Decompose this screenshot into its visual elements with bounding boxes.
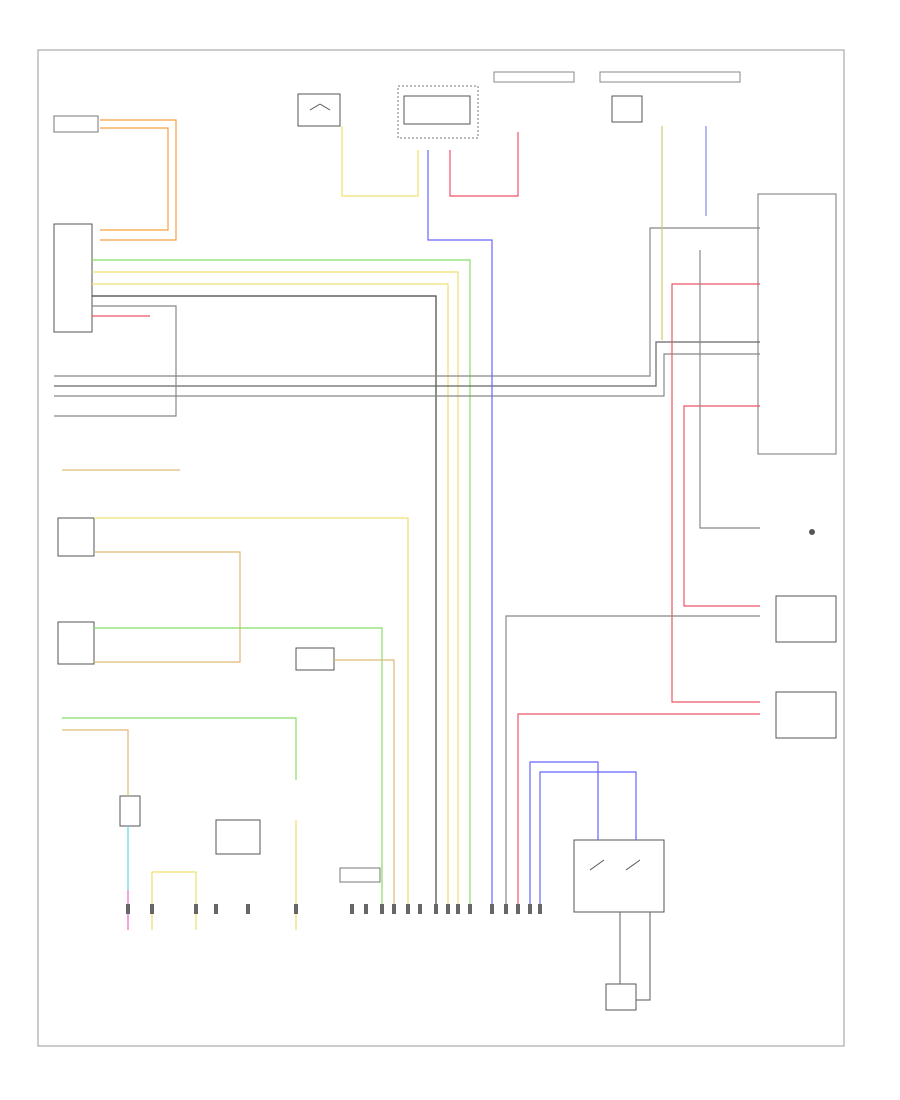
connector-pin-6 [350,904,354,914]
connector-pin-17 [504,904,508,914]
wire-red-right [671,283,760,703]
wire-lock-2 [636,912,651,1001]
wire-blue [427,150,493,912]
wire-blue-bottom-2 [539,771,637,912]
wire-yellow-top [341,126,419,197]
connector-pin-18 [516,904,520,914]
steering-lock-switch [573,839,665,1011]
connector-pin-14 [456,904,460,914]
wire-yellow-mid [94,517,409,912]
wire-orange-1 [100,119,177,241]
wire-yellow-bottom-left [151,871,197,930]
connector-pin-11 [418,904,422,914]
fuse-box-top [493,71,741,83]
connector-pin-9 [392,904,396,914]
connector-pin-20 [538,904,542,914]
connector-pin-0 [126,904,130,914]
right-switch-blocks [757,193,837,739]
wire-yellow-1 [92,271,459,912]
connector-pin-10 [406,904,410,914]
connector-pin-19 [528,904,532,914]
wire-tan-lower [62,729,129,796]
connector-pin-5 [294,904,298,914]
wires [54,119,760,1001]
wire-black-1 [92,295,437,912]
connector-pin-8 [380,904,384,914]
wire-green-main [92,259,471,912]
wire-gray-right-2 [505,615,760,912]
wire-gray-right [699,250,760,529]
wire-gray-long-1 [54,227,760,377]
wire-green-mid [94,627,383,912]
wire-gray-long-3 [54,353,760,397]
connector-pin-1 [150,904,154,914]
wire-red-right-2 [683,405,760,607]
wire-tan-mid [94,551,241,663]
connector-pin-13 [446,904,450,914]
wire-orange-2 [100,127,169,231]
wire-red-top [449,132,519,197]
diagram-border [37,49,845,1047]
wire-green-lower [62,717,297,780]
left-ecu-block [53,115,99,333]
wire-yellow-2 [92,283,449,912]
connector-ticks [126,904,542,914]
ecu-top-center [397,85,479,139]
wire-blue-bottom-1 [529,761,599,912]
connector-pin-12 [434,904,438,914]
connector-pin-2 [194,904,198,914]
connector-pin-16 [490,904,494,914]
connector-pin-15 [468,904,472,914]
wire-gray-long-2 [54,341,760,387]
connector-pin-3 [214,904,218,914]
middle-left-components [57,517,335,855]
wire-tan-2 [334,659,395,912]
wire-gray-short [54,305,177,417]
relay-top-left [297,93,341,127]
wire-red-bottom [517,713,760,912]
sensor-top-right [611,95,643,123]
connector-pin-4 [246,904,250,914]
bottom-connector-block [339,867,381,883]
connector-pin-7 [364,904,368,914]
